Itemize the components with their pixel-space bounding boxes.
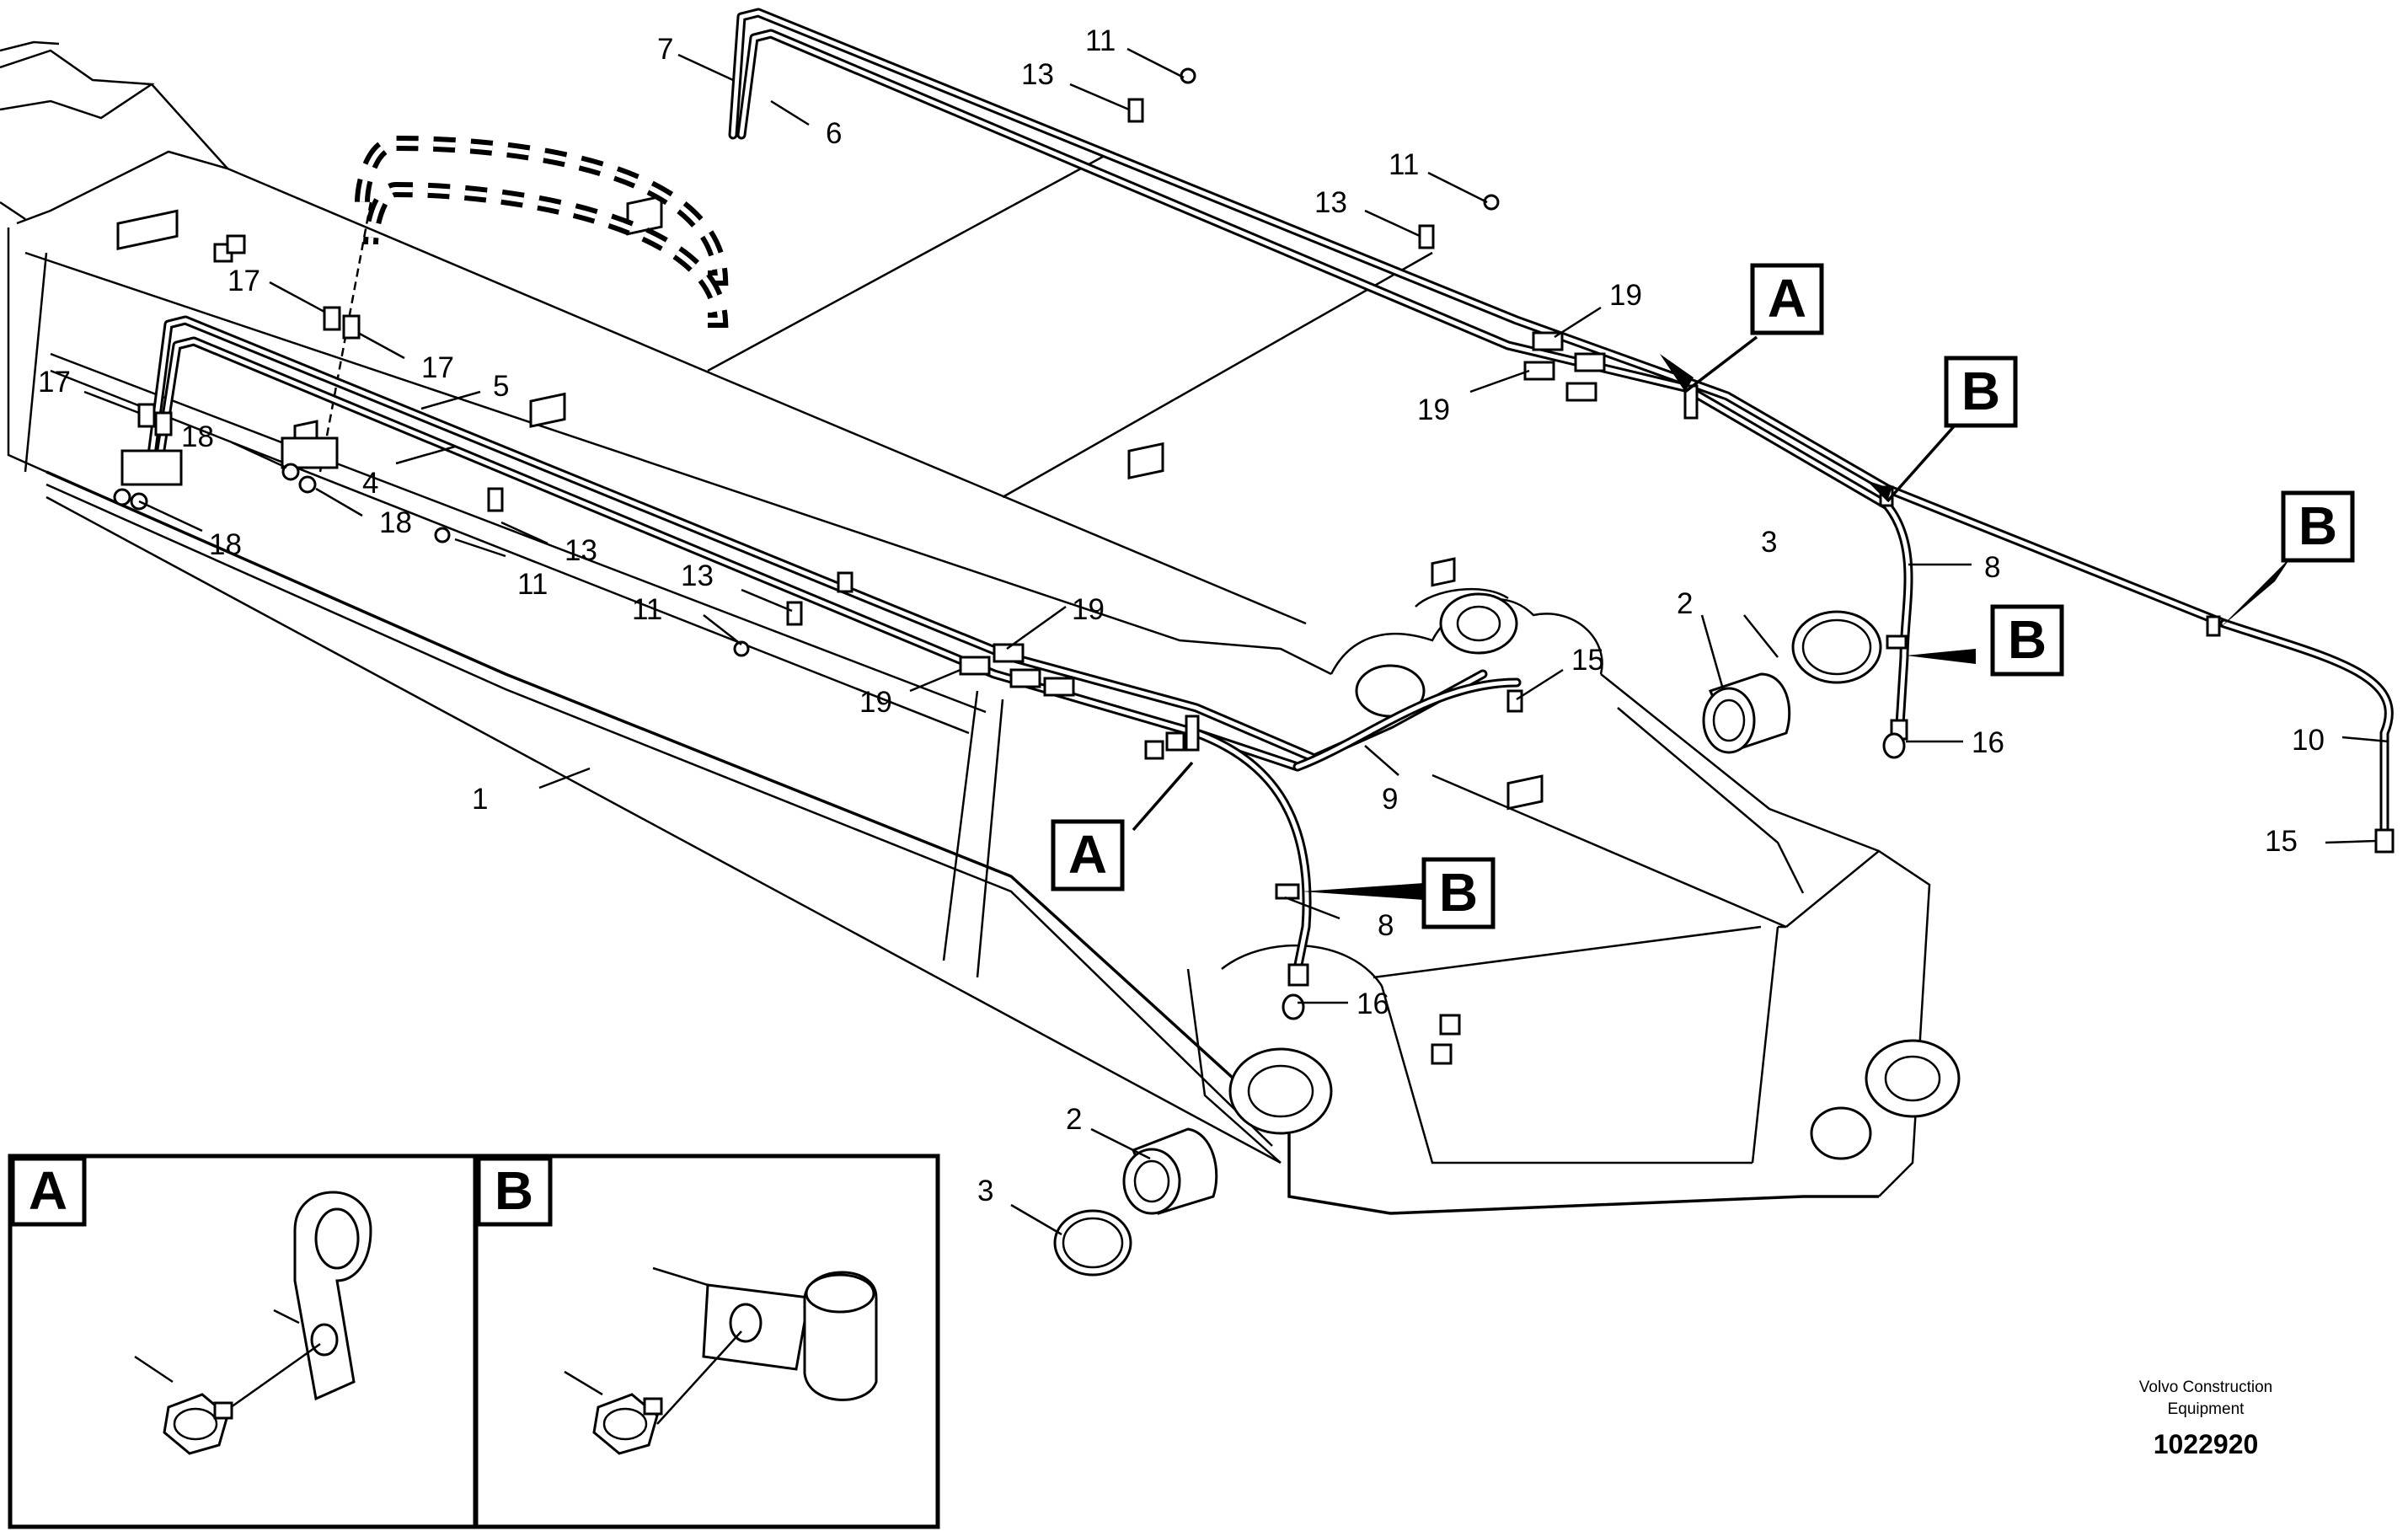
document-number: 1022920 bbox=[2154, 1429, 2259, 1459]
callout-17: 17 bbox=[421, 351, 454, 384]
callout-19: 19 bbox=[859, 686, 892, 719]
callout-3: 3 bbox=[977, 1175, 993, 1207]
callout-13: 13 bbox=[1314, 186, 1347, 219]
leader-lines bbox=[83, 47, 2389, 1236]
callout-11: 11 bbox=[632, 593, 662, 626]
marker-b-upper: B bbox=[1961, 361, 2000, 421]
callout-4: 4 bbox=[362, 467, 378, 500]
callout-13: 13 bbox=[681, 559, 714, 592]
callout-1: 1 bbox=[472, 783, 488, 816]
callout-3: 3 bbox=[1761, 526, 1777, 559]
callout-16: 16 bbox=[1972, 726, 2004, 759]
callout-19: 19 bbox=[1609, 279, 1642, 312]
detail-a-label: A bbox=[29, 1160, 67, 1221]
marker-a-upper: A bbox=[1768, 268, 1806, 329]
marker-b-far-right: B bbox=[2298, 495, 2337, 556]
callout-2: 2 bbox=[1677, 587, 1693, 620]
marker-b-right-drop: B bbox=[2008, 609, 2047, 670]
callout-11: 11 bbox=[517, 568, 548, 601]
footer: Volvo Construction Equipment 1022920 bbox=[2139, 1378, 2272, 1459]
hose-lines bbox=[147, 8, 2394, 974]
callout-10: 10 bbox=[2292, 724, 2325, 757]
marker-b-lower: B bbox=[1439, 862, 1478, 923]
callout-15: 15 bbox=[1571, 644, 1604, 677]
callout-9: 9 bbox=[1382, 783, 1398, 816]
boom-arm bbox=[0, 40, 1961, 1215]
callout-6: 6 bbox=[826, 117, 842, 150]
detail-box-b: B bbox=[474, 1154, 940, 1529]
callout-16: 16 bbox=[1357, 988, 1389, 1020]
callout-17: 17 bbox=[227, 265, 260, 297]
callout-11: 11 bbox=[1389, 148, 1419, 181]
callout-5: 5 bbox=[493, 370, 509, 403]
callout-18: 18 bbox=[209, 528, 242, 561]
callout-13: 13 bbox=[565, 534, 597, 567]
company-name-line1: Volvo Construction bbox=[2139, 1378, 2272, 1396]
callout-11: 11 bbox=[1085, 24, 1116, 57]
callout-8: 8 bbox=[1378, 909, 1394, 942]
callout-19: 19 bbox=[1072, 593, 1105, 626]
detail-box-a: A bbox=[8, 1154, 478, 1529]
detail-b-label: B bbox=[495, 1160, 533, 1221]
marker-a-lower: A bbox=[1068, 824, 1107, 885]
callout-13: 13 bbox=[1021, 58, 1054, 91]
callout-18: 18 bbox=[379, 506, 412, 539]
callout-18: 18 bbox=[181, 420, 214, 453]
callout-19: 19 bbox=[1417, 393, 1450, 426]
callout-8: 8 bbox=[1984, 551, 2000, 584]
detail-markers: A B B B A B bbox=[1051, 263, 2355, 929]
callout-15: 15 bbox=[2265, 825, 2298, 858]
callout-17: 17 bbox=[38, 366, 71, 399]
callout-7: 7 bbox=[657, 33, 673, 66]
company-name-line2: Equipment bbox=[2168, 1400, 2245, 1418]
callout-2: 2 bbox=[1066, 1103, 1082, 1136]
